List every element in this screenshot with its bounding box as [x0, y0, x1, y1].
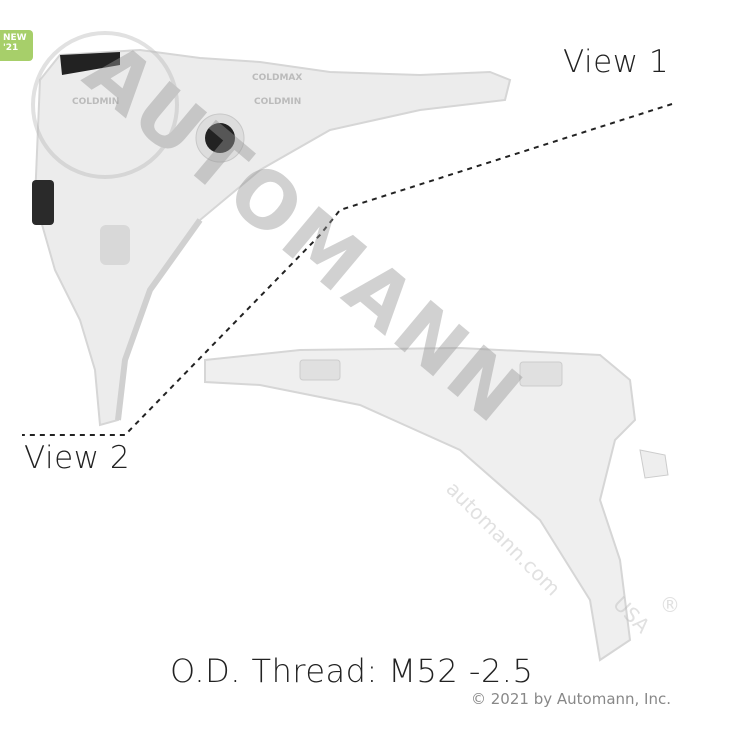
leader-line: [22, 103, 673, 436]
registered-mark: ®: [660, 593, 680, 617]
coolant-tank-view-1: COLDMIN COLDMAX COLDMIN: [32, 48, 512, 427]
badge-line-2: '21: [3, 43, 19, 53]
new-badge: NEW '21: [0, 30, 33, 61]
thread-spec: O.D. Thread: M52 -2.5: [170, 652, 534, 690]
view-2-label: View 2: [24, 440, 131, 476]
coldmin-marking: COLDMIN: [254, 97, 301, 107]
coldmax-marking: COLDMAX: [252, 73, 302, 83]
coolant-tank-view-2: [204, 346, 669, 662]
coldmin-marking: COLDMIN: [72, 97, 119, 107]
view-1-label: View 1: [563, 44, 670, 80]
copyright-notice: © 2021 by Automann, Inc.: [471, 690, 672, 708]
badge-line-1: NEW: [3, 33, 27, 43]
